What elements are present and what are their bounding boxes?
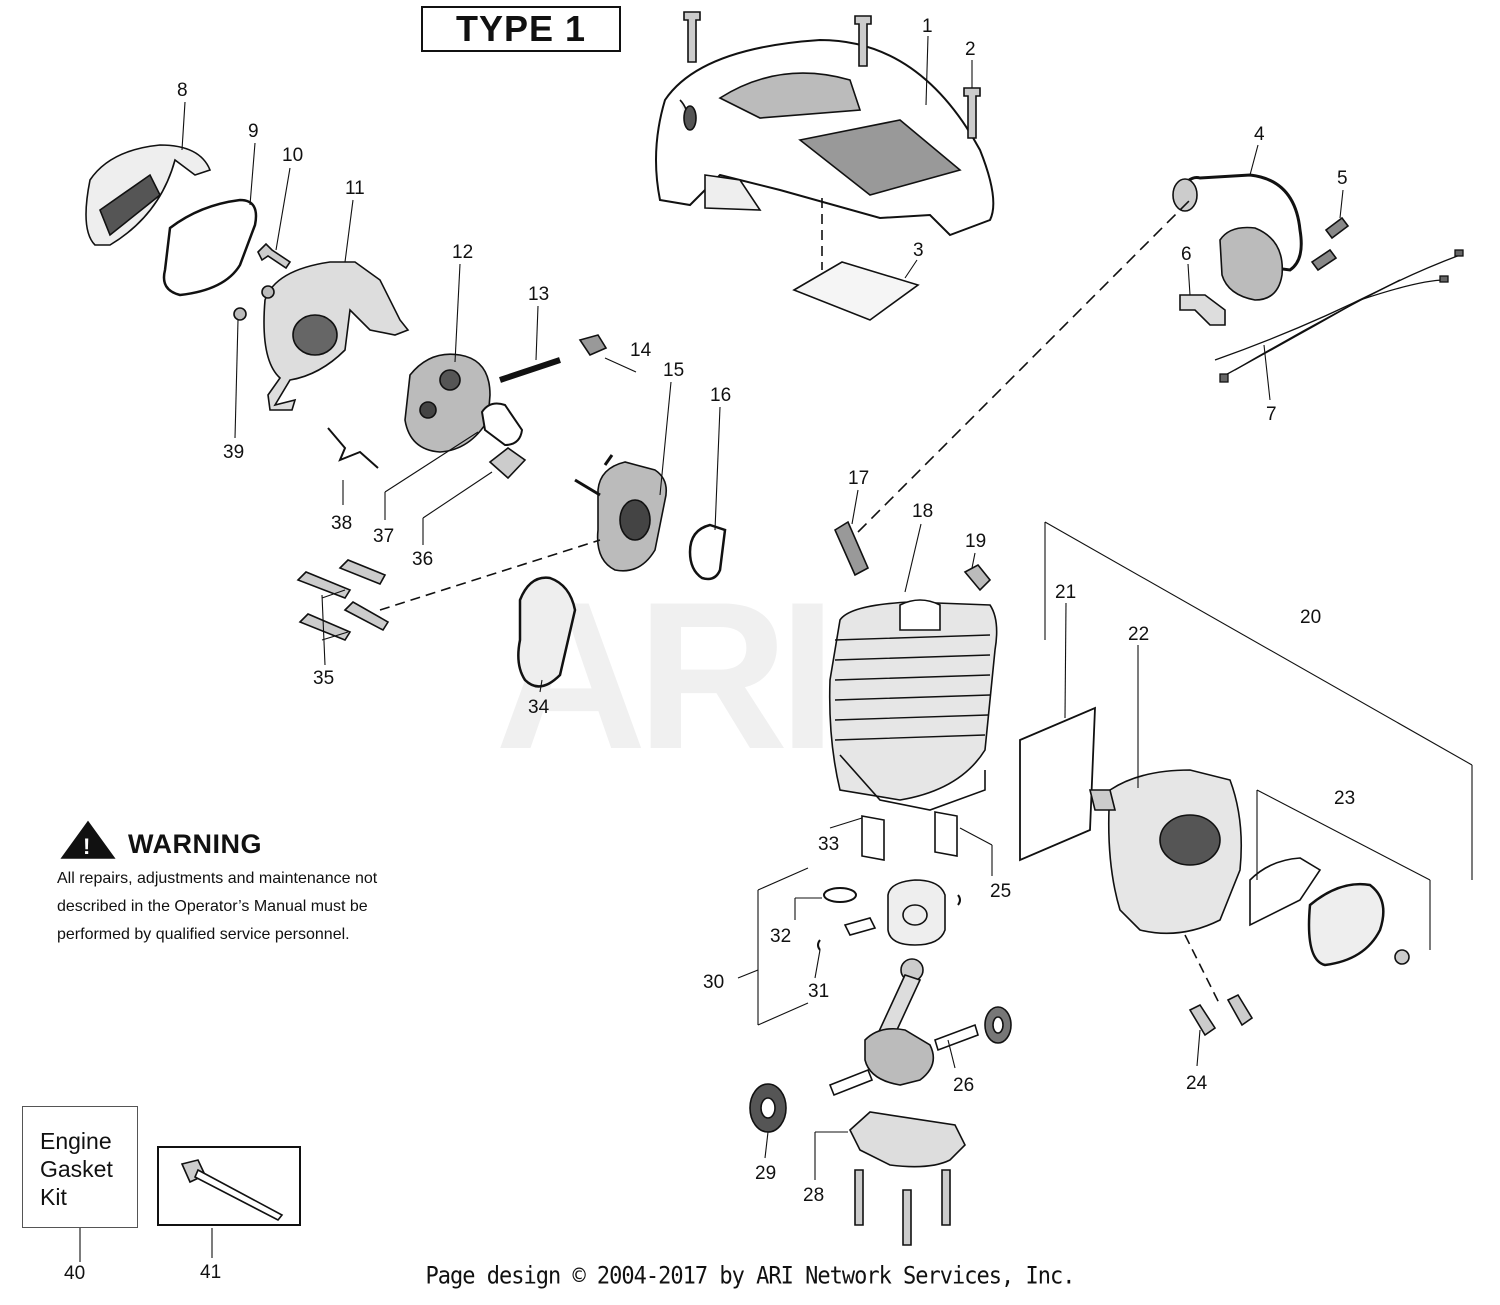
cylinder-cover-part bbox=[655, 38, 995, 237]
clip-part bbox=[963, 563, 992, 592]
ignition-module-part bbox=[1172, 173, 1350, 301]
callout-7: 7 bbox=[1266, 404, 1277, 425]
warning-icon bbox=[60, 820, 116, 859]
leader-lines bbox=[79, 35, 1473, 1262]
callout-30: 30 bbox=[703, 972, 724, 993]
callout-41: 41 bbox=[200, 1262, 221, 1283]
intake-bolt-parts bbox=[296, 559, 390, 641]
air-filter-housing-part bbox=[263, 261, 410, 411]
part-drawings: ! bbox=[60, 11, 1464, 1246]
callout-28: 28 bbox=[803, 1185, 824, 1206]
callout-21: 21 bbox=[1055, 582, 1076, 603]
callout-23: 23 bbox=[1334, 788, 1355, 809]
kit-line-2: Gasket bbox=[40, 1156, 113, 1182]
carb-gasket-part bbox=[488, 447, 527, 480]
callout-9: 9 bbox=[248, 121, 259, 142]
svg-text:!: ! bbox=[83, 834, 90, 859]
callout-2: 2 bbox=[965, 39, 976, 60]
callout-18: 18 bbox=[912, 501, 933, 522]
callout-15: 15 bbox=[663, 360, 684, 381]
callout-25: 25 bbox=[990, 881, 1011, 902]
callout-layer: 1234567891011121314151617181920212223242… bbox=[64, 16, 1355, 1284]
adapter-gasket-part bbox=[688, 523, 727, 581]
bracket-part bbox=[1179, 294, 1226, 326]
callout-40: 40 bbox=[64, 1263, 85, 1284]
cover-gasket-part bbox=[792, 261, 920, 321]
nut-part bbox=[233, 307, 247, 321]
crankshaft-part bbox=[828, 958, 979, 1097]
callout-38: 38 bbox=[331, 513, 352, 534]
muffler-cover-part bbox=[1307, 883, 1385, 967]
kit-line-3: Kit bbox=[40, 1184, 67, 1210]
callout-36: 36 bbox=[412, 549, 433, 570]
callout-4: 4 bbox=[1254, 124, 1265, 145]
callout-6: 6 bbox=[1181, 244, 1192, 265]
exhaust-gasket-part bbox=[1019, 706, 1096, 862]
bearing-right-part bbox=[984, 1006, 1012, 1044]
carburetor-part bbox=[404, 353, 491, 453]
muffler-part bbox=[1088, 769, 1242, 935]
scrench-tool-box bbox=[157, 1146, 301, 1226]
intake-adapter-part bbox=[574, 454, 668, 572]
callout-22: 22 bbox=[1128, 624, 1149, 645]
gasket-kit-box bbox=[22, 1106, 138, 1228]
bearing-left-part bbox=[749, 1083, 787, 1133]
scrench-tool-part bbox=[180, 1159, 284, 1222]
cylinder-part bbox=[828, 599, 998, 811]
callout-8: 8 bbox=[177, 80, 188, 101]
callout-34: 34 bbox=[528, 697, 550, 718]
air-filter-part bbox=[162, 198, 258, 297]
callout-20: 20 bbox=[1300, 607, 1321, 628]
spark-plug-part bbox=[833, 520, 870, 577]
callout-11: 11 bbox=[345, 178, 365, 199]
callout-24: 24 bbox=[1186, 1073, 1208, 1094]
callout-10: 10 bbox=[282, 145, 303, 166]
callout-1: 1 bbox=[922, 16, 933, 37]
intake-seal-part bbox=[517, 576, 577, 688]
intake-sleeve-part bbox=[480, 402, 524, 447]
callout-3: 3 bbox=[913, 240, 924, 261]
callout-33: 33 bbox=[818, 834, 839, 855]
callout-16: 16 bbox=[710, 385, 731, 406]
muffler-bolt-parts bbox=[1188, 993, 1254, 1037]
piston-pin-part bbox=[843, 917, 877, 936]
crankcase-bolt-parts bbox=[854, 1169, 951, 1246]
spring-part bbox=[327, 427, 379, 469]
warning-line-3: performed by qualified service personnel… bbox=[57, 926, 350, 943]
muffler-nut-part bbox=[1394, 949, 1410, 965]
warning-line-1: All repairs, adjustments and maintenance… bbox=[57, 870, 378, 887]
callout-32: 32 bbox=[770, 926, 791, 947]
air-filter-cover-part bbox=[85, 144, 212, 246]
warning-line-2: described in the Operator’s Manual must … bbox=[57, 898, 368, 915]
transfer-cover-left-part bbox=[861, 815, 885, 861]
piston-part bbox=[887, 879, 946, 946]
fitting-part bbox=[578, 334, 608, 357]
callout-19: 19 bbox=[965, 531, 986, 552]
callout-14: 14 bbox=[630, 340, 652, 361]
wire-harness-part bbox=[1214, 249, 1464, 383]
kit-line-1: Engine bbox=[40, 1128, 112, 1154]
piston-ring-part bbox=[823, 887, 857, 903]
copyright-footer: Page design © 2004-2017 by ARI Network S… bbox=[425, 1262, 1076, 1291]
warning-title: WARNING bbox=[128, 829, 262, 859]
callout-12: 12 bbox=[452, 242, 473, 263]
callout-17: 17 bbox=[848, 468, 869, 489]
choke-rod-part bbox=[499, 357, 561, 383]
crankcase-half-part bbox=[849, 1111, 966, 1168]
type-label: TYPE 1 bbox=[421, 6, 621, 52]
callout-26: 26 bbox=[953, 1075, 974, 1096]
callout-5: 5 bbox=[1337, 168, 1348, 189]
callout-13: 13 bbox=[528, 284, 549, 305]
callout-31: 31 bbox=[808, 981, 829, 1002]
filter-bolt-part bbox=[257, 242, 292, 270]
callout-29: 29 bbox=[755, 1163, 776, 1184]
callout-35: 35 bbox=[313, 668, 334, 689]
callout-37: 37 bbox=[373, 526, 394, 547]
callout-39: 39 bbox=[223, 442, 244, 463]
transfer-cover-right-part bbox=[934, 811, 958, 857]
screw-parts bbox=[683, 11, 981, 139]
